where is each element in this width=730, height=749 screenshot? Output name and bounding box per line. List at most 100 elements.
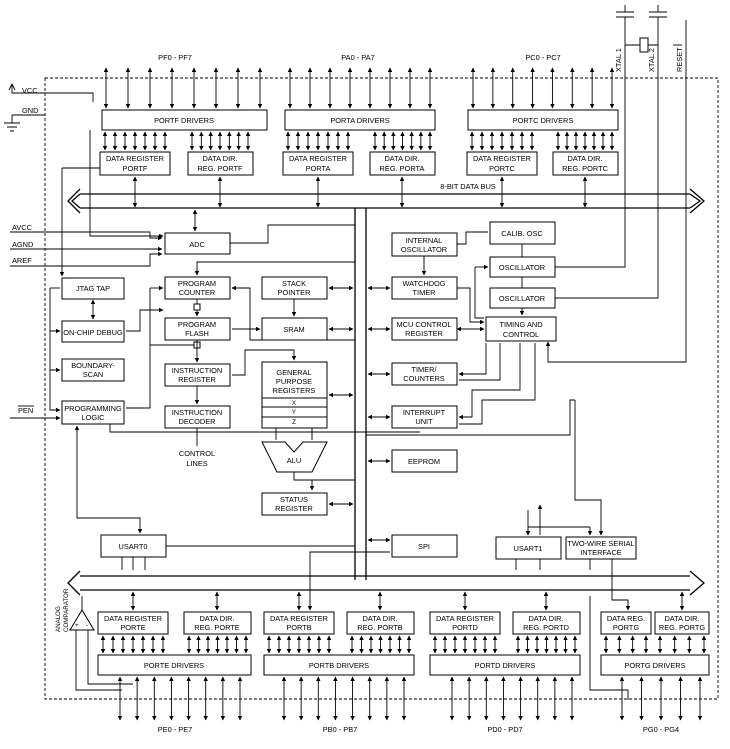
- avcc-label: AVCC: [12, 223, 33, 232]
- boundary-scan-block: BOUNDARY- SCAN: [61, 358, 125, 382]
- portb-drivers-label: PORTB DRIVERS: [309, 661, 369, 670]
- instr-reg-l2: REGISTER: [178, 375, 216, 384]
- dr-portb-l1: DATA REGISTER: [270, 614, 328, 623]
- control-lines-l2: LINES: [186, 459, 207, 468]
- ddr-portb-l1: DATA DIR.: [362, 614, 397, 623]
- ddr-porta-l1: DATA DIR.: [384, 154, 419, 163]
- dr-porte-l1: DATA REGISTER: [104, 614, 162, 623]
- port-label-pd: PD0 - PD7: [487, 725, 522, 734]
- program-counter-block: PROGRAM COUNTER: [164, 276, 231, 300]
- data-dir-register-portd: DATA DIR. REG. PORTD: [512, 611, 581, 635]
- instr-dec-l2: DECODER: [179, 417, 216, 426]
- analog-comparator-l2: COMPARATOR: [63, 588, 70, 632]
- spi-block: SPI: [391, 534, 458, 558]
- data-bus-label: 8-BIT DATA BUS: [440, 182, 496, 191]
- analog-comparator-l1: ANALOG: [55, 606, 62, 632]
- port-label-pg: PG0 - PG4: [643, 725, 679, 734]
- gnd-label: GND: [22, 106, 38, 115]
- port-label-pc: PC0 - PC7: [525, 53, 560, 62]
- port-label-pb: PB0 - PB7: [323, 725, 358, 734]
- clock-pins: XTAL 1 XTAL 2 RESET: [614, 5, 687, 78]
- dr-portg-l2: PORTG: [613, 623, 639, 632]
- dr-portf-l2: PORTF: [123, 164, 148, 173]
- calib-osc-block: CALIB. OSC: [489, 221, 556, 245]
- usart1-block: USART1: [495, 536, 562, 560]
- data-register-portf: DATA REGISTER PORTF: [99, 151, 171, 176]
- portc-drivers-label: PORTC DRIVERS: [513, 116, 574, 125]
- on-chip-debug-label: ON-CHIP DEBUG: [63, 328, 123, 337]
- spi-label: SPI: [418, 542, 430, 551]
- data-dir-register-porte: DATA DIR. REG. PORTE: [183, 611, 252, 635]
- aref-label: AREF: [12, 256, 32, 265]
- data-dir-register-porta: DATA DIR. REG. PORTA: [369, 151, 436, 176]
- portg-drivers: PORTG DRIVERS: [600, 654, 710, 676]
- ddr-portd-l1: DATA DIR.: [528, 614, 563, 623]
- mcu-ctrl-l1: MCU CONTROL: [396, 320, 451, 329]
- pen-label: PEN: [18, 406, 33, 415]
- analog-comparator: + - ANALOG COMPARATOR: [55, 588, 133, 691]
- data-register-portc: DATA REGISTER PORTC: [466, 151, 538, 176]
- dr-portb-l2: PORTB: [286, 623, 311, 632]
- port-label-pa: PA0 - PA7: [341, 53, 374, 62]
- control-lines-l1: CONTROL: [179, 449, 215, 458]
- port-label-pf: PF0 - PF7: [158, 53, 192, 62]
- boundary-scan-l2: SCAN: [83, 370, 104, 379]
- porte-drivers: PORTE DRIVERS: [97, 654, 252, 676]
- twi-block: TWO-WIRE SERIAL INTERFACE: [565, 536, 637, 560]
- calib-osc-label: CALIB. OSC: [501, 229, 543, 238]
- prog-logic-l2: LOGIC: [82, 413, 106, 422]
- reg-y-label: Y: [292, 409, 296, 416]
- oscillator-2-block: OSCILLATOR: [489, 287, 556, 309]
- ddr-portc-l2: REG. PORTC: [562, 164, 609, 173]
- reg-z-label: Z: [292, 419, 296, 426]
- internal-osc-l1: INTERNAL: [406, 236, 443, 245]
- on-chip-debug-block: ON-CHIP DEBUG: [61, 320, 125, 343]
- watchdog-timer-block: WATCHDOG TIMER: [391, 276, 458, 300]
- ddr-portg-l2: REG. PORTG: [659, 623, 706, 632]
- timer-l1: TIMER/: [411, 365, 437, 374]
- ddr-portb-l2: REG. PORTB: [357, 623, 403, 632]
- portd-drivers-label: PORTD DRIVERS: [475, 661, 536, 670]
- dr-portc-l2: PORTC: [489, 164, 515, 173]
- portf-drivers-label: PORTF DRIVERS: [154, 116, 214, 125]
- timing-l2: CONTROL: [503, 330, 539, 339]
- portg-drivers-label: PORTG DRIVERS: [624, 661, 685, 670]
- reg-x-label: X: [292, 400, 296, 407]
- alu-block: ALU: [261, 441, 328, 473]
- data-register-porta: DATA REGISTER PORTA: [282, 151, 354, 176]
- oscillator-1-label: OSCILLATOR: [499, 263, 545, 272]
- comp-minus: -: [86, 622, 88, 629]
- reset-label: RESET: [675, 47, 684, 72]
- boundary-scan-l1: BOUNDARY-: [71, 361, 115, 370]
- status-l2: REGISTER: [275, 504, 313, 513]
- portc-drivers: PORTC DRIVERS: [467, 109, 619, 131]
- interrupt-l1: INTERRUPT: [403, 408, 446, 417]
- porta-drivers-label: PORTA DRIVERS: [330, 116, 389, 125]
- jtag-tap-label: JTAG TAP: [76, 284, 110, 293]
- ddr-portd-l2: REG. PORTD: [523, 623, 569, 632]
- port-label-pe: PE0 - PE7: [158, 725, 193, 734]
- analog-pins: AVCC AGND AREF: [10, 223, 163, 267]
- ddr-porta-l2: REG. PORTA: [380, 164, 425, 173]
- alu-label: ALU: [287, 456, 301, 465]
- interrupt-unit-block: INTERRUPT UNIT: [391, 405, 458, 429]
- dr-portf-l1: DATA REGISTER: [106, 154, 164, 163]
- general-purpose-registers-block: GENERAL PURPOSE REGISTERS X Y Z: [261, 361, 328, 429]
- register-driver-arrows: [100, 131, 707, 654]
- xtal1-label: XTAL 1: [614, 48, 623, 72]
- dr-portd-l1: DATA REGISTER: [436, 614, 494, 623]
- portf-drivers: PORTF DRIVERS: [101, 109, 268, 131]
- power-pins: VCC GND: [4, 83, 94, 132]
- internal-osc-l2: OSCILLATOR: [401, 245, 447, 254]
- ddr-porte-l1: DATA DIR.: [199, 614, 234, 623]
- watchdog-l1: WATCHDOG: [402, 279, 445, 288]
- program-counter-l1: PROGRAM: [178, 279, 216, 288]
- data-bus-bottom: [67, 570, 705, 596]
- program-flash-l1: PROGRAM: [178, 320, 216, 329]
- instruction-decoder-block: INSTRUCTION DECODER: [164, 405, 231, 429]
- program-counter-l2: COUNTER: [179, 288, 216, 297]
- interrupt-l2: UNIT: [415, 417, 433, 426]
- agnd-label: AGND: [12, 240, 33, 249]
- instruction-register-block: INSTRUCTION REGISTER: [164, 363, 231, 387]
